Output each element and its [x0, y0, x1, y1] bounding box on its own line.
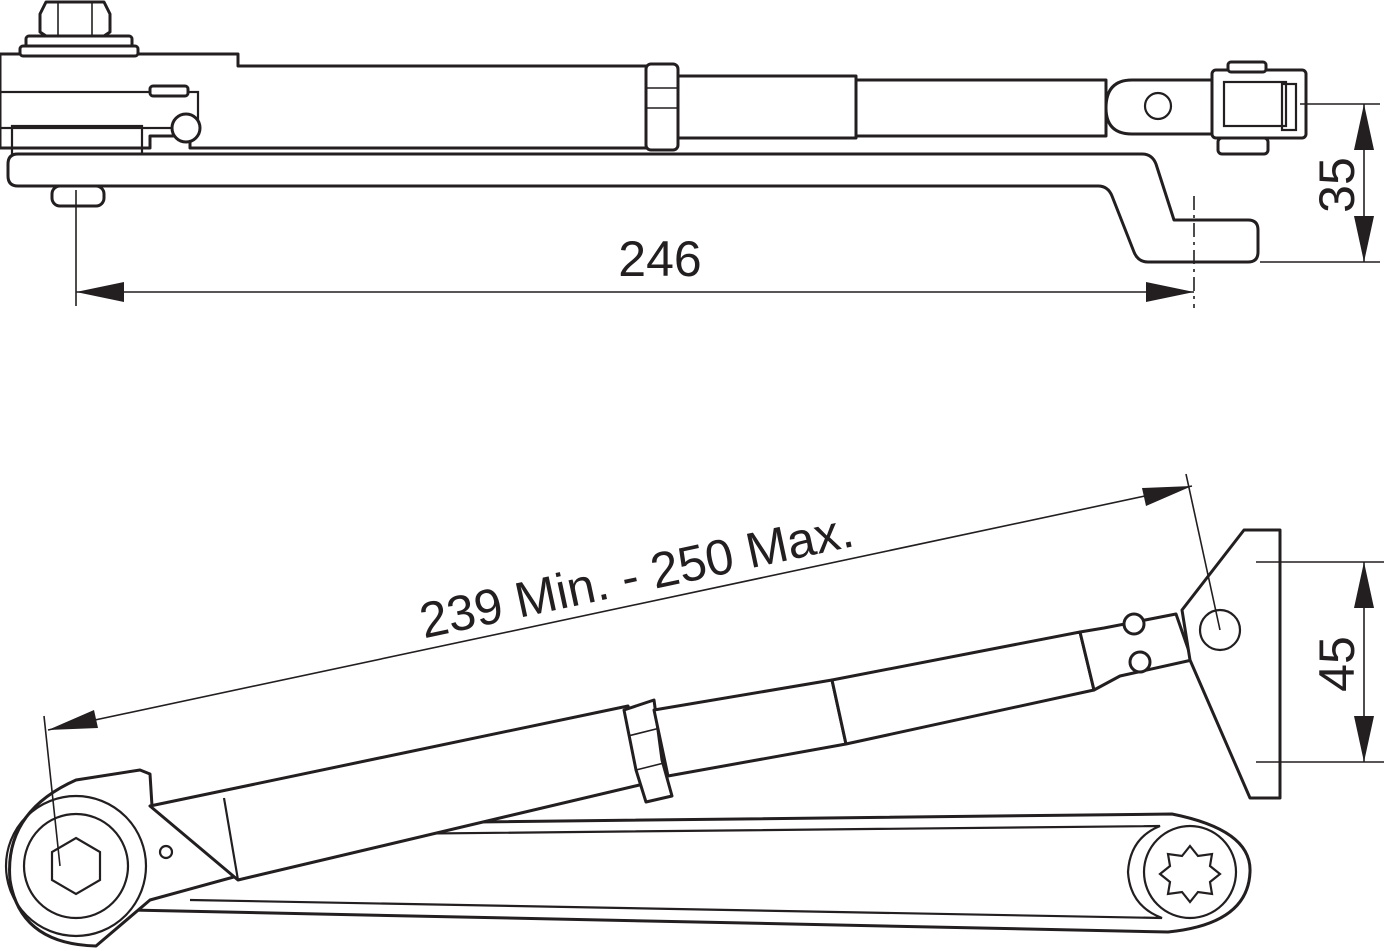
side-view: 246 35: [0, 0, 1380, 308]
pivot-hex-socket: [50, 836, 102, 896]
bolt-washer-lower: [18, 44, 140, 58]
bracket-pivot-hole: [1198, 608, 1242, 652]
end-bracket-inner: [1222, 80, 1288, 128]
connecting-rod: [854, 78, 1108, 138]
swing-arm: [128, 812, 1252, 934]
housing-inner-plate: [0, 90, 200, 130]
rod-end-pin-top: [1122, 612, 1146, 636]
adjustable-arm-end: [222, 797, 240, 881]
rod-end-eye: [1104, 78, 1218, 136]
threaded-sleeve-plan: [652, 678, 848, 778]
rod-end-hole: [1143, 91, 1173, 121]
plan-view: 239 Min. - 250 Max. 45: [4, 473, 1384, 948]
housing-pin-roller: [170, 112, 202, 144]
end-bracket-washer-bottom: [1216, 136, 1270, 156]
dimension-length-label: 246: [618, 231, 701, 287]
housing-pin: [148, 84, 190, 98]
threaded-sleeve: [676, 74, 858, 140]
drive-socket-star: [1158, 844, 1222, 904]
swing-arm-inner: [189, 824, 1163, 920]
arm-housing: [0, 52, 650, 150]
bolt-head: [38, 0, 112, 38]
connecting-rod-plan: [830, 630, 1096, 746]
end-bracket: [1210, 68, 1308, 140]
rod-end-pin-bottom: [1128, 650, 1152, 674]
pivot-boss-outer: [4, 794, 148, 938]
dimension-range-label: 239 Min. - 250 Max.: [415, 502, 859, 649]
mounting-bracket: [1180, 528, 1282, 800]
end-bracket-washer-top: [1226, 60, 1268, 74]
pivot-roller: [50, 184, 106, 208]
pivot-boss-inner: [22, 812, 130, 920]
main-arm: [6, 152, 1260, 264]
dimension-height-label: 35: [1309, 157, 1365, 213]
drive-socket-ring: [1142, 824, 1238, 920]
pivot-pin-hole: [158, 844, 174, 860]
dimension-height-plan-label: 45: [1309, 636, 1365, 692]
adjusting-nut: [644, 62, 680, 152]
end-bracket-slot: [1280, 82, 1298, 132]
housing-left-block: [10, 124, 144, 156]
